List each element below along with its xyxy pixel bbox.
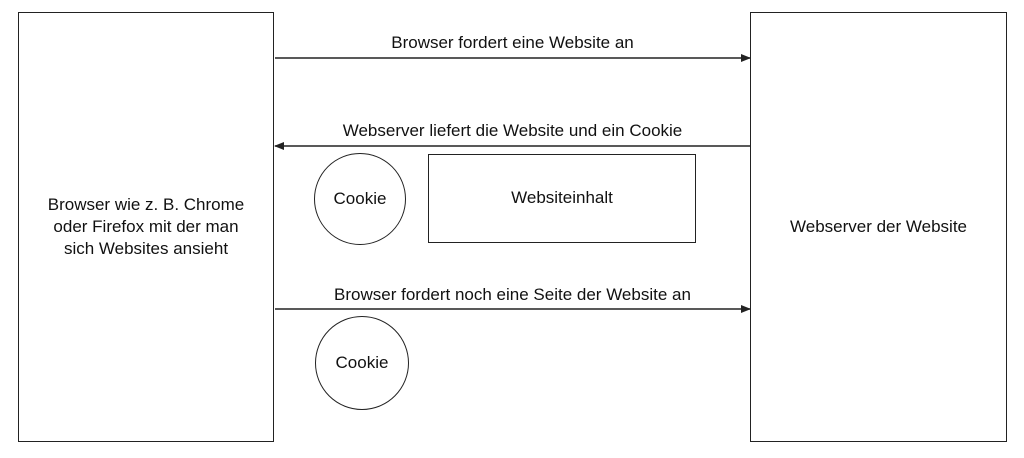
request-arrow-1-label: Browser fordert eine Website an — [391, 33, 634, 52]
browser-label-line-1: Browser wie z. B. Chrome — [47, 194, 245, 214]
response-cookie-label: Cookie — [333, 189, 387, 208]
request-cookie-circle: Cookie — [315, 316, 409, 410]
server-label: Webserver der Website — [790, 216, 967, 236]
browser-label-line-2: oder Firefox mit der man — [53, 216, 239, 236]
server-box — [750, 12, 1007, 442]
response-cookie-circle: Cookie — [314, 153, 406, 245]
request-arrow-2-label: Browser fordert noch eine Seite der Webs… — [334, 285, 691, 304]
browser-label-line-3: sich Websites ansieht — [63, 239, 229, 259]
website-content-box — [428, 154, 696, 243]
browser-label: Browser wie z. B. Chrome oder Firefox mi… — [18, 12, 274, 442]
website-content-label: Websiteinhalt — [511, 188, 613, 208]
request-cookie-label: Cookie — [335, 353, 389, 372]
response-arrow-label: Webserver liefert die Website und ein Co… — [342, 121, 683, 140]
browser-box — [18, 12, 274, 442]
